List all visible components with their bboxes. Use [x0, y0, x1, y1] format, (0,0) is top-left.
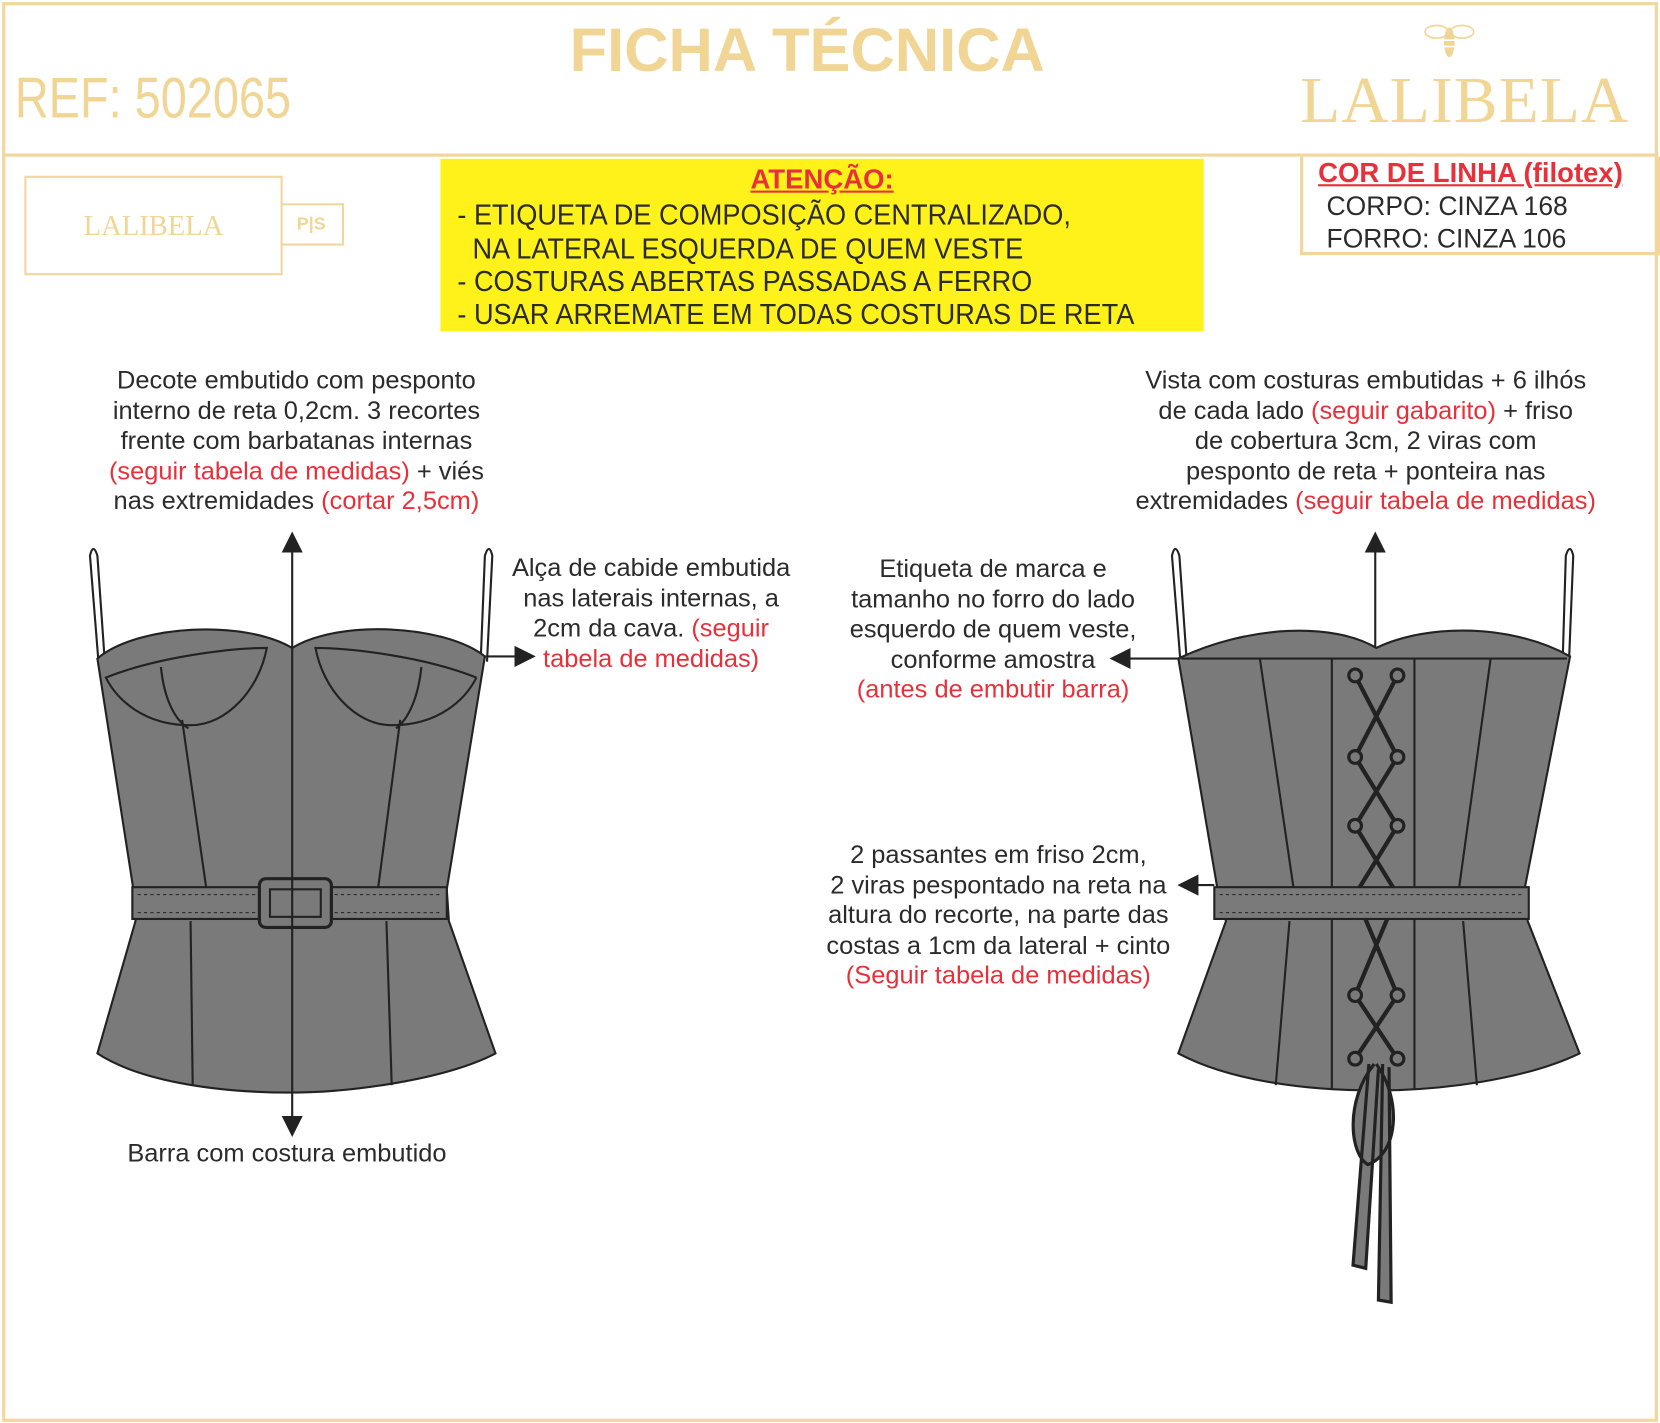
back-left-strap: [1170, 547, 1188, 662]
front-view: [88, 531, 536, 1138]
front-right-strap: [479, 547, 494, 662]
lacing: [1352, 674, 1400, 1060]
bee-logo-icon: [1424, 24, 1475, 58]
note-line: 2cm da cava.: [533, 614, 692, 643]
brand-label-sample: LALIBELA: [24, 175, 283, 276]
note-red: (seguir tabela de medidas): [1295, 487, 1596, 516]
thread-color-title: COR DE LINHA (filotex): [1318, 156, 1623, 189]
note-red: (cortar 2,5cm): [321, 487, 480, 516]
back-belt: [1213, 886, 1530, 921]
note-red: tabela de medidas): [543, 644, 760, 674]
note-line: 2 viras pespontado na reta na: [830, 870, 1167, 900]
front-left-strap: [88, 547, 106, 662]
note-line: 2 passantes em friso 2cm,: [850, 840, 1147, 870]
note-red: (Seguir tabela de medidas): [845, 961, 1151, 991]
belt-buckle: [257, 877, 333, 930]
note-line: esquerdo de quem veste,: [849, 615, 1137, 644]
note-line: + friso: [1496, 396, 1573, 426]
note-red: (seguir tabela de medidas): [108, 457, 410, 486]
note-line: pesponto de reta + ponteira nas: [1185, 457, 1546, 486]
thread-color-item: FORRO: CINZA 106: [1326, 224, 1567, 255]
thread-color-box: COR DE LINHA (filotex) CORPO: CINZA 168 …: [1300, 156, 1660, 256]
brand-logo: LALIBELA: [1300, 64, 1630, 137]
note-line: extremidades: [1135, 487, 1296, 516]
note-red: (seguir: [691, 614, 770, 643]
note-line: Etiqueta de marca e: [879, 554, 1107, 584]
back-view: [1109, 531, 1581, 1305]
attention-line: NA LATERAL ESQUERDA DE QUEM VESTE: [457, 232, 1024, 265]
note-line: costas a 1cm da lateral + cinto: [826, 931, 1171, 961]
hanger-note: Alça de cabide embutida nas laterais int…: [492, 554, 810, 675]
belt-loops-note: 2 passantes em friso 2cm, 2 viras pespon…: [808, 841, 1189, 992]
note-line: Vista com costuras embutidas + 6 ilhós: [1145, 366, 1587, 395]
page-title: FICHA TÉCNICA: [569, 15, 1045, 85]
note-line: tamanho no forro do lado: [851, 585, 1136, 614]
back-right-strap: [1561, 547, 1575, 662]
hem-note: Barra com costura embutido: [127, 1139, 447, 1168]
attention-box: ATENÇÃO: - ETIQUETA DE COMPOSIÇÃO CENTRA…: [440, 158, 1204, 332]
note-red: (antes de embutir barra): [856, 675, 1130, 705]
header-divider: [2, 153, 1658, 157]
note-line: de cobertura 3cm, 2 viras com: [1194, 426, 1537, 456]
note-line: conforme amostra: [890, 645, 1096, 675]
note-line: de cada lado: [1158, 396, 1312, 426]
note-line: Decote embutido com pesponto: [117, 366, 476, 395]
attention-line: - COSTURAS ABERTAS PASSADAS A FERRO: [457, 265, 1033, 298]
lace-ties: [1351, 1063, 1395, 1305]
facing-note: Vista com costuras embutidas + 6 ilhós d…: [1101, 366, 1630, 517]
note-line: Alça de cabide embutida: [511, 553, 791, 583]
thread-color-item: CORPO: CINZA 168: [1326, 191, 1568, 222]
attention-line: - USAR ARREMATE EM TODAS COSTURAS DE RET…: [457, 298, 1135, 331]
note-line: + viés: [409, 457, 484, 486]
attention-line: - ETIQUETA DE COMPOSIÇÃO CENTRALIZADO,: [457, 199, 1071, 231]
note-line: frente com barbatanas internas: [120, 426, 473, 456]
note-line: nas laterais internas, a: [523, 583, 779, 613]
note-line: altura do recorte, na parte das: [828, 901, 1169, 930]
reference-number: REF: 502065: [14, 66, 292, 131]
label-brand: LALIBELA: [83, 209, 224, 242]
brand-label-note: Etiqueta de marca e tamanho no forro do …: [834, 555, 1152, 706]
neckline-note: Decote embutido com pesponto interno de …: [85, 366, 508, 517]
note-line: nas extremidades: [113, 487, 322, 516]
size-tag: P|S: [280, 203, 345, 246]
note-line: interno de reta 0,2cm. 3 recortes: [112, 396, 481, 426]
attention-title: ATENÇÃO:: [750, 163, 894, 195]
note-red: (seguir gabarito): [1311, 396, 1497, 426]
